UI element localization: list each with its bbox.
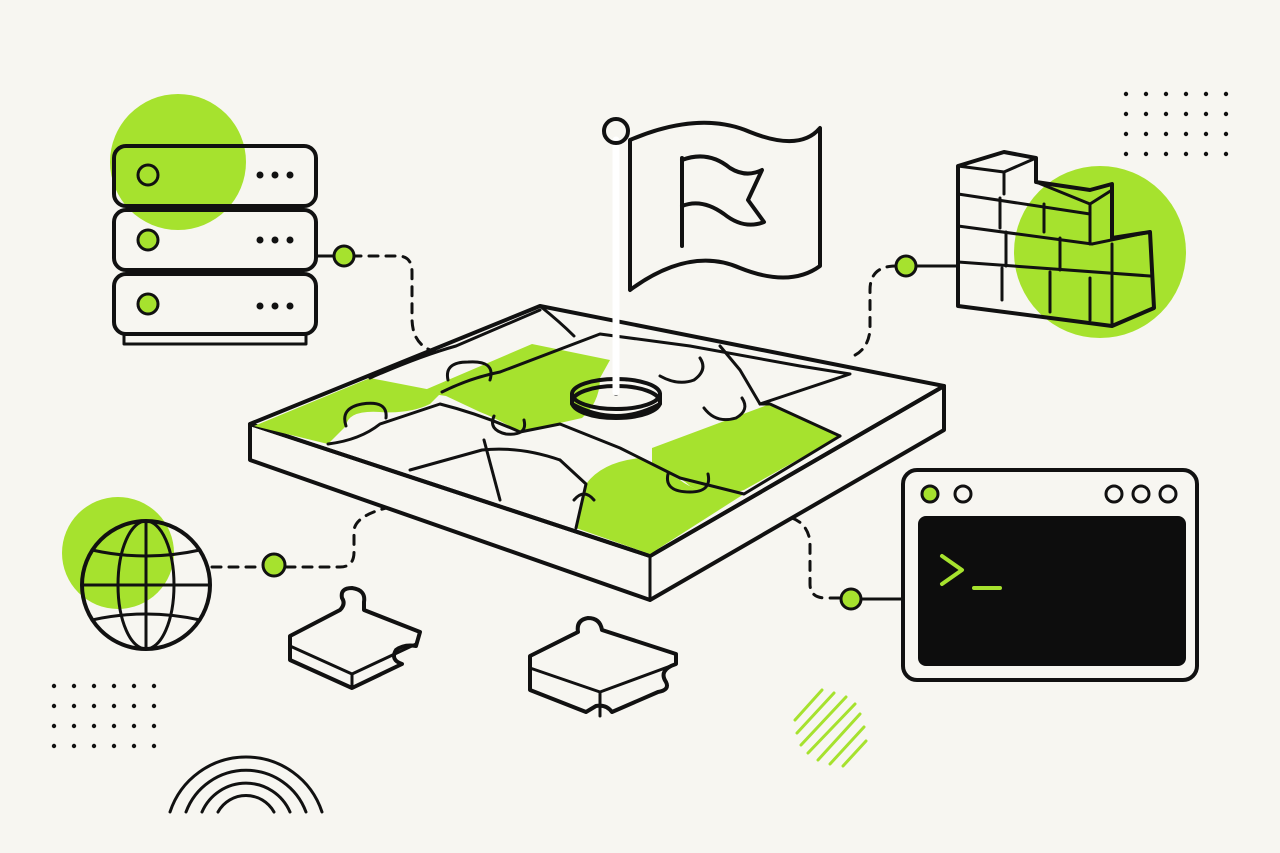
grid-dot bbox=[131, 743, 137, 749]
connector-terminal bbox=[790, 516, 905, 611]
server-unit-3 bbox=[112, 272, 318, 336]
grid-dot bbox=[1223, 91, 1229, 97]
grid-dot bbox=[1163, 131, 1169, 137]
grid-dot bbox=[1143, 131, 1149, 137]
grid-dot bbox=[151, 723, 157, 729]
dot-grid-top-right bbox=[1123, 91, 1229, 157]
grid-dot bbox=[71, 723, 77, 729]
dot-grid-bottom-left bbox=[51, 683, 157, 749]
server-unit-1 bbox=[112, 144, 318, 208]
grid-dot bbox=[71, 743, 77, 749]
terminal-prompt-glyph bbox=[940, 554, 1002, 590]
grid-dot bbox=[1183, 111, 1189, 117]
flag-icon bbox=[602, 117, 822, 396]
grid-dot bbox=[1203, 111, 1209, 117]
puzzle-piece-icon bbox=[288, 586, 422, 690]
grid-dot bbox=[131, 723, 137, 729]
grid-dot bbox=[151, 743, 157, 749]
globe-icon bbox=[62, 497, 212, 651]
grid-dot bbox=[1123, 111, 1129, 117]
grid-dot bbox=[1143, 91, 1149, 97]
grid-dot bbox=[51, 723, 57, 729]
puzzle-board-icon bbox=[248, 304, 946, 602]
grid-dot bbox=[51, 743, 57, 749]
connector-globe bbox=[210, 506, 388, 578]
flag-emblem-icon bbox=[680, 154, 766, 248]
grid-dot bbox=[71, 703, 77, 709]
grid-dot bbox=[91, 723, 97, 729]
grid-dot bbox=[1223, 111, 1229, 117]
connector-firewall bbox=[846, 254, 960, 360]
grid-dot bbox=[1183, 131, 1189, 137]
grid-dot bbox=[91, 703, 97, 709]
terminal-screen bbox=[918, 516, 1186, 666]
grid-dot bbox=[1203, 151, 1209, 157]
grid-dot bbox=[91, 743, 97, 749]
grid-dot bbox=[1143, 151, 1149, 157]
grid-dot bbox=[111, 743, 117, 749]
grid-dot bbox=[1163, 111, 1169, 117]
terminal-dot-green bbox=[920, 484, 940, 504]
arc-decoration bbox=[168, 755, 324, 814]
grid-dot bbox=[111, 723, 117, 729]
grid-dot bbox=[91, 683, 97, 689]
grid-dot bbox=[151, 683, 157, 689]
grid-dot bbox=[151, 703, 157, 709]
grid-dot bbox=[1123, 151, 1129, 157]
grid-dot bbox=[111, 703, 117, 709]
grid-dot bbox=[131, 703, 137, 709]
connector-server bbox=[314, 244, 438, 354]
grid-dot bbox=[1163, 91, 1169, 97]
grid-dot bbox=[1143, 111, 1149, 117]
grid-dot bbox=[71, 683, 77, 689]
hatch-decoration bbox=[793, 688, 868, 768]
grid-dot bbox=[1123, 131, 1129, 137]
grid-dot bbox=[131, 683, 137, 689]
grid-dot bbox=[51, 683, 57, 689]
grid-dot bbox=[1223, 151, 1229, 157]
grid-dot bbox=[51, 703, 57, 709]
grid-dot bbox=[1123, 91, 1129, 97]
server-unit-2 bbox=[112, 208, 318, 272]
terminal-window-icon: >_ bbox=[901, 468, 1199, 682]
grid-dot bbox=[1163, 151, 1169, 157]
grid-dot bbox=[1183, 91, 1189, 97]
server-rack-icon bbox=[110, 94, 318, 346]
grid-dot bbox=[1203, 131, 1209, 137]
grid-dot bbox=[111, 683, 117, 689]
grid-dot bbox=[1203, 91, 1209, 97]
grid-dot bbox=[1223, 131, 1229, 137]
grid-dot bbox=[1183, 151, 1189, 157]
brick-wall-icon bbox=[956, 150, 1186, 338]
puzzle-piece-icon-2 bbox=[528, 616, 678, 718]
